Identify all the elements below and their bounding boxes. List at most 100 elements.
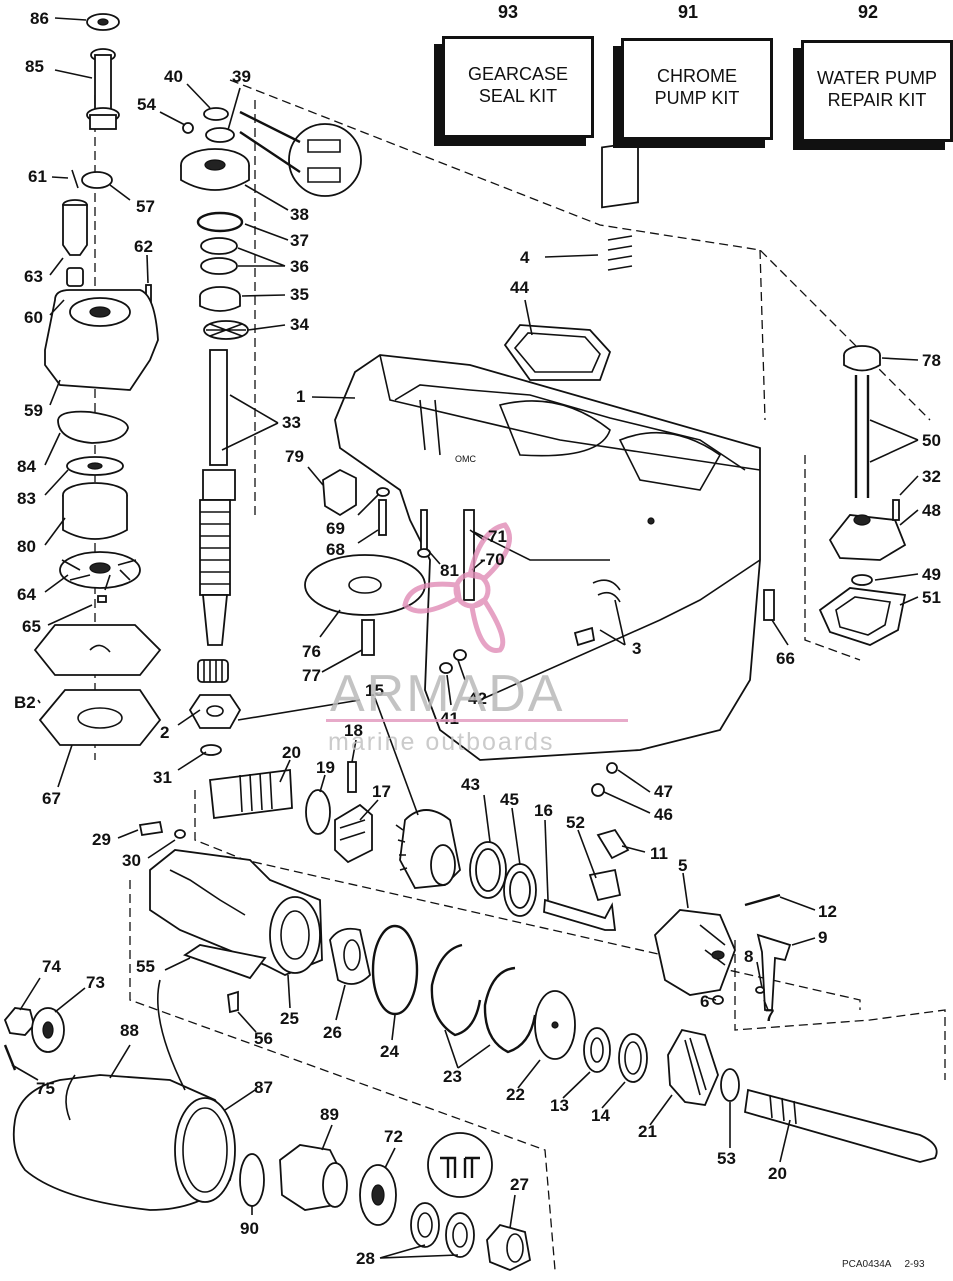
callout-19: 19 (316, 758, 335, 777)
diagram-code-date: 2-93 (904, 1259, 925, 1270)
callout-33: 33 (282, 413, 301, 432)
kit-number-93: 93 (498, 2, 519, 22)
callout-31: 31 (153, 768, 172, 787)
watermark-divider (326, 719, 628, 722)
callout-69: 69 (326, 519, 345, 538)
chrome-pump-kit-box: CHROME PUMP KIT (621, 38, 773, 140)
callout-26: 26 (323, 1023, 342, 1042)
callout-89: 89 (320, 1105, 339, 1124)
callout-48: 48 (922, 501, 941, 520)
callout-61: 61 (28, 167, 47, 186)
callout-27: 27 (510, 1175, 529, 1194)
propeller-exhaust (3, 979, 532, 1271)
callout-22: 22 (506, 1085, 525, 1104)
callout-44: 44 (510, 278, 529, 297)
callout-47: 47 (654, 782, 673, 801)
callout-75: 75 (36, 1079, 55, 1098)
watermark-subtitle: marine outboards (328, 728, 555, 756)
kit-label-line1: GEARCASE (467, 64, 569, 84)
water-pump-stack (33, 13, 162, 746)
kit-number-91: 91 (678, 2, 699, 22)
callout-35: 35 (290, 285, 309, 304)
callout-21: 21 (638, 1122, 657, 1141)
callout-52: 52 (566, 813, 585, 832)
callout-56: 56 (254, 1029, 273, 1048)
callout-43: 43 (461, 775, 480, 794)
callout-29: 29 (92, 830, 111, 849)
callout-73: 73 (86, 973, 105, 992)
right-side-parts (818, 345, 907, 646)
callout-49: 49 (922, 565, 941, 584)
kit-label-line1: CHROME (657, 66, 737, 86)
callout-68: 68 (326, 540, 345, 559)
kit-label-line2: REPAIR KIT (827, 90, 927, 110)
callout-79: 79 (285, 447, 304, 466)
callout-81: 81 (440, 561, 459, 580)
callout-40: 40 (164, 67, 183, 86)
bearing-housing-and-seals (138, 820, 938, 1163)
callout-5: 5 (678, 856, 688, 875)
callout-36: 36 (290, 257, 309, 276)
callout-72: 72 (384, 1127, 403, 1146)
callout-B2: B2 (14, 693, 36, 712)
callout-86: 86 (30, 9, 49, 28)
callout-42: 42 (468, 689, 487, 708)
callout-66: 66 (776, 649, 795, 668)
callout-12: 12 (818, 902, 837, 921)
callout-34: 34 (290, 315, 309, 334)
callout-57: 57 (136, 197, 155, 216)
callout-17: 17 (372, 782, 391, 801)
callout-16: 16 (534, 801, 553, 820)
gearcase-seal-kit-box: GEARCASE SEAL KIT (442, 36, 594, 138)
svg-text:OMC: OMC (455, 454, 476, 464)
callout-6: 6 (700, 992, 710, 1011)
callout-65: 65 (22, 617, 41, 636)
callout-46: 46 (654, 805, 673, 824)
diagram-code-id: PCA0434A (842, 1259, 891, 1270)
callout-23: 23 (443, 1067, 462, 1086)
callout-8: 8 (744, 947, 754, 966)
callout-64: 64 (17, 585, 36, 604)
callout-50: 50 (922, 431, 941, 450)
callout-62: 62 (134, 237, 153, 256)
callout-4: 4 (520, 248, 530, 267)
callout-80: 80 (17, 537, 36, 556)
callout-60: 60 (24, 308, 43, 327)
callout-83: 83 (17, 489, 36, 508)
callout-14: 14 (591, 1106, 610, 1125)
callout-85: 85 (25, 57, 44, 76)
callout-76: 76 (302, 642, 321, 661)
watermark-propeller-logo (402, 522, 512, 653)
callout-87: 87 (254, 1078, 273, 1097)
kit-label-line2: PUMP KIT (654, 88, 740, 108)
callout-20b: 20 (768, 1164, 787, 1183)
callout-2: 2 (160, 723, 170, 742)
callout-78: 78 (922, 351, 941, 370)
callout-55: 55 (136, 957, 155, 976)
callout-11: 11 (650, 844, 668, 863)
callout-38: 38 (290, 205, 309, 224)
callout-15: 15 (365, 681, 384, 700)
callout-67: 67 (42, 789, 61, 808)
callout-59: 59 (24, 401, 43, 420)
callout-77: 77 (302, 666, 321, 685)
callout-25: 25 (280, 1009, 299, 1028)
callout-41: 41 (440, 710, 459, 727)
watermark-title: ARMADA (330, 665, 565, 723)
kit-label-line2: SEAL KIT (478, 86, 558, 106)
gear-train (209, 761, 792, 1011)
callout-51: 51 (922, 588, 941, 607)
callout-3: 3 (632, 639, 642, 658)
callout-7: 7 (765, 1006, 775, 1025)
callout-30: 30 (122, 851, 141, 870)
callout-45: 45 (500, 790, 519, 809)
kit-number-92: 92 (858, 2, 879, 22)
callout-37: 37 (290, 231, 309, 250)
callout-53: 53 (717, 1149, 736, 1168)
callout-9: 9 (818, 928, 828, 947)
callout-74: 74 (42, 957, 61, 976)
callout-39: 39 (232, 67, 251, 86)
callout-18: 18 (344, 721, 363, 740)
